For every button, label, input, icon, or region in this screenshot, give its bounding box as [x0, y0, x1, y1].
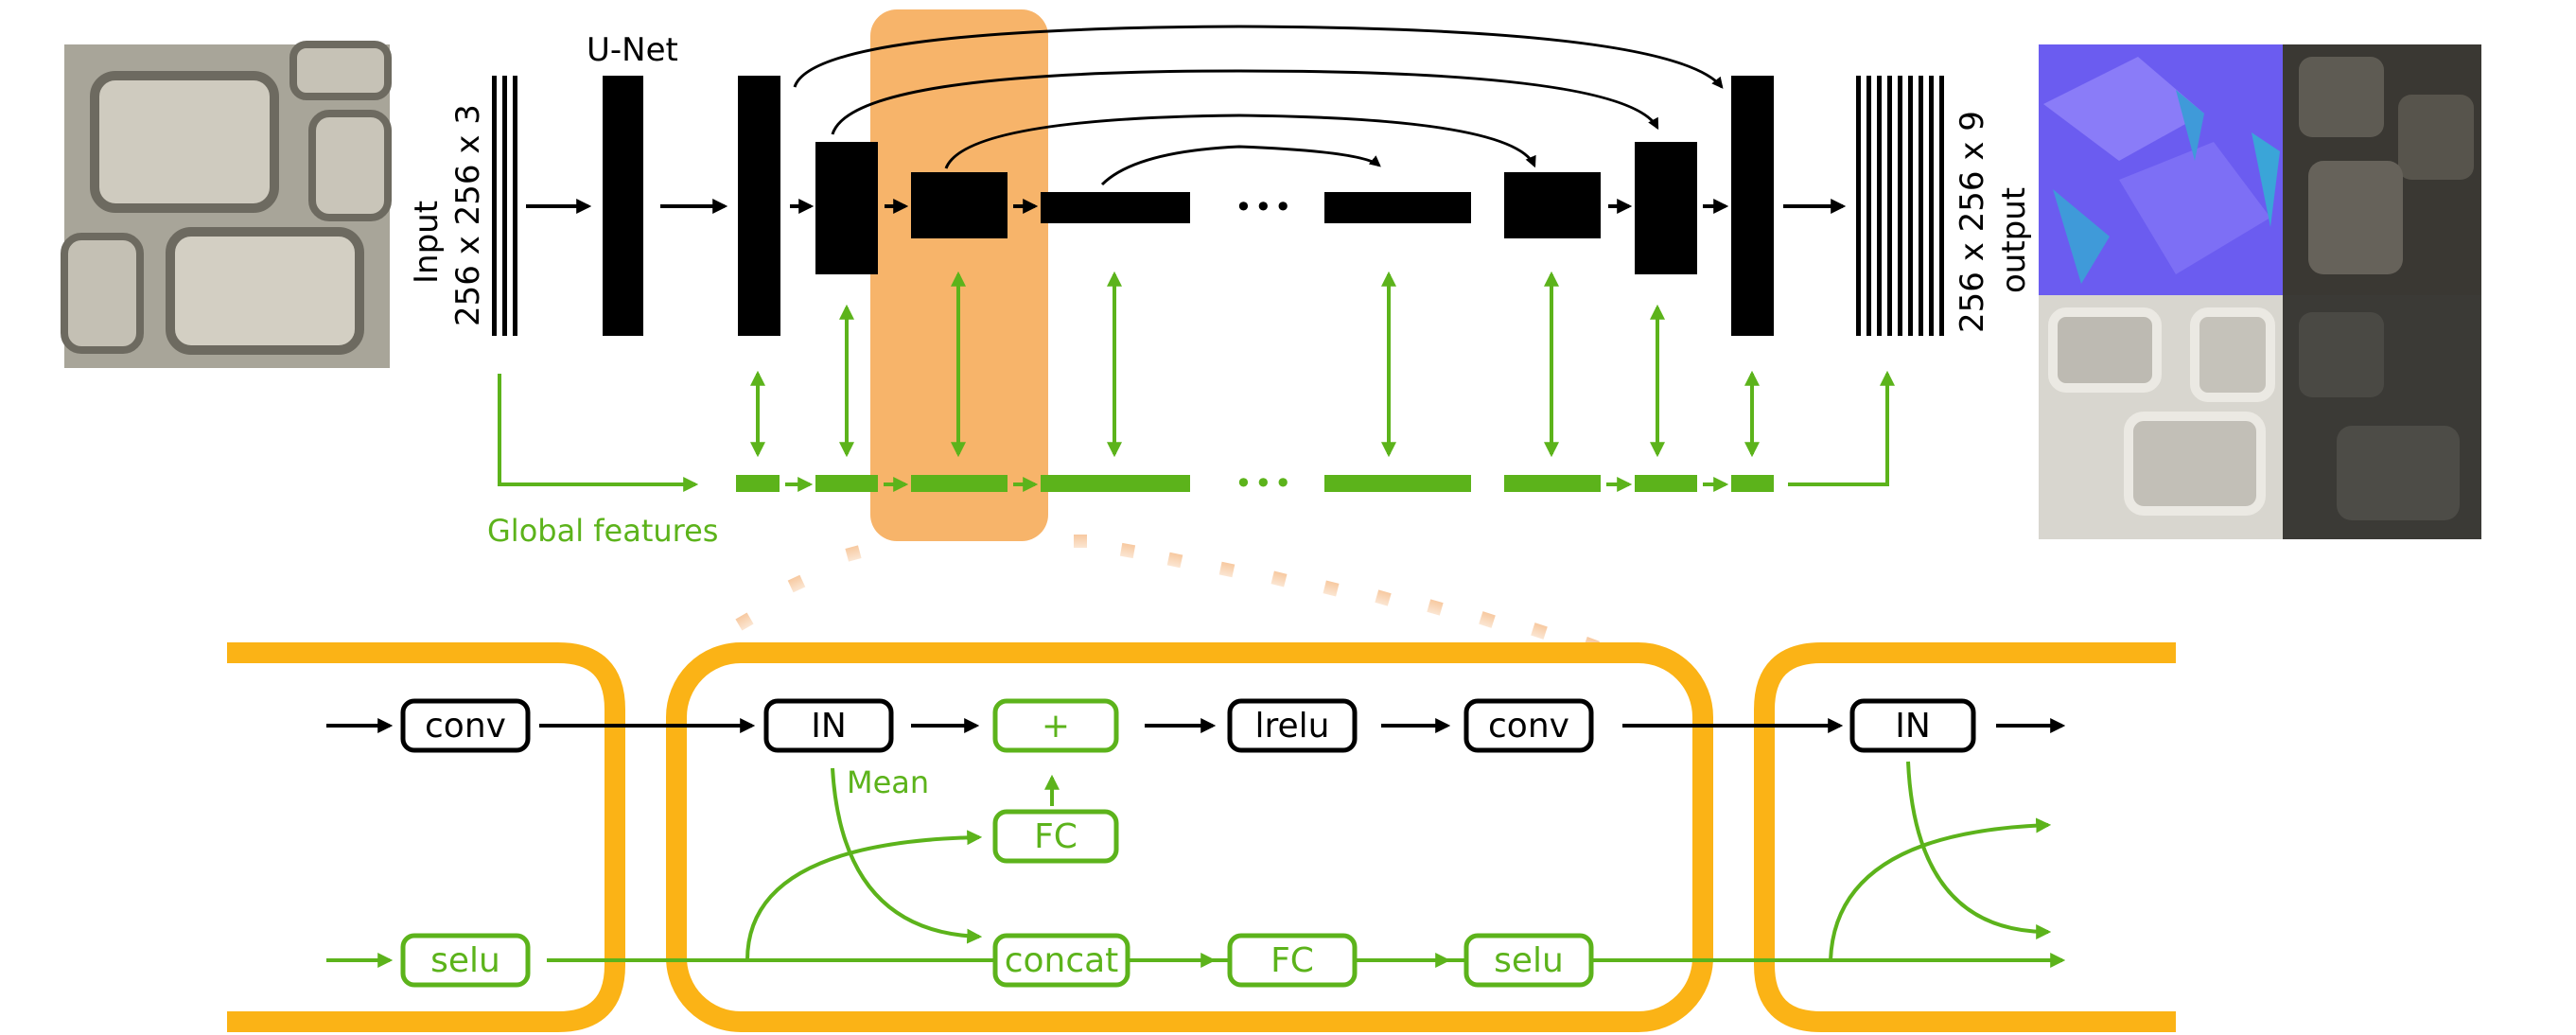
- block-outlines: [227, 642, 2176, 1032]
- output-images: [2039, 44, 2481, 539]
- layer-4: [911, 172, 1008, 238]
- encoder-ellipsis: •••: [1235, 189, 1294, 225]
- node-concat: concat: [992, 933, 1130, 988]
- output-layer: [1856, 76, 1944, 336]
- node-in-1: IN: [763, 698, 894, 753]
- node-plus: +: [992, 698, 1119, 753]
- normal-map: [2039, 44, 2283, 295]
- svg-text:conv: conv: [1488, 707, 1569, 746]
- input-image: [61, 41, 392, 368]
- layer-1: [603, 76, 643, 336]
- global-feature-links: [750, 271, 1760, 458]
- svg-text:FC: FC: [1270, 941, 1314, 980]
- node-selu-in: selu: [400, 933, 531, 988]
- unet-layers: [603, 76, 1774, 336]
- global-arrows: [498, 370, 1895, 492]
- svg-text:+: +: [1042, 707, 1070, 746]
- node-lrelu: lrelu: [1227, 698, 1358, 753]
- output-dims: 256 x 256 x 9: [1954, 111, 1991, 333]
- input-layer: [492, 76, 517, 336]
- layer-8: [1635, 142, 1697, 274]
- svg-text:concat: concat: [1005, 941, 1119, 980]
- node-fc-bottom: FC: [1227, 933, 1358, 988]
- node-conv-in: conv: [400, 698, 531, 753]
- input-dims: 256 x 256 x 3: [449, 104, 487, 326]
- layer-5: [1041, 192, 1190, 223]
- global-feature-bars: [736, 475, 1774, 492]
- input-label: Input: [408, 201, 446, 284]
- unet-title: U-Net: [587, 31, 678, 69]
- mean-label: Mean: [847, 764, 929, 800]
- block-outline-dashes: [227, 642, 2174, 1032]
- svg-text:FC: FC: [1034, 817, 1078, 856]
- layer-3: [815, 142, 878, 274]
- green-signal-arrows: [326, 761, 2066, 968]
- svg-text:IN: IN: [1895, 707, 1931, 746]
- global-ellipsis: •••: [1235, 465, 1294, 501]
- svg-text:selu: selu: [430, 941, 500, 980]
- global-features-label: Global features: [487, 513, 718, 549]
- svg-text:IN: IN: [811, 707, 847, 746]
- layer-7: [1504, 172, 1601, 238]
- layer-9: [1731, 76, 1774, 336]
- layer-6: [1324, 192, 1471, 223]
- zoom-dots: [735, 535, 1600, 654]
- svg-text:selu: selu: [1494, 941, 1564, 980]
- node-in-2: IN: [1849, 698, 1976, 753]
- roughness-map: [2039, 295, 2283, 539]
- node-fc-top: FC: [992, 809, 1119, 864]
- svg-text:lrelu: lrelu: [1255, 707, 1330, 746]
- skip-connections: [793, 25, 1724, 186]
- node-selu-out: selu: [1463, 933, 1594, 988]
- node-conv-out: conv: [1463, 698, 1594, 753]
- layer-2: [738, 76, 780, 336]
- output-label: output: [1995, 187, 2033, 293]
- svg-text:conv: conv: [425, 707, 506, 746]
- specular-map: [2283, 295, 2481, 539]
- albedo-map: [2283, 44, 2481, 295]
